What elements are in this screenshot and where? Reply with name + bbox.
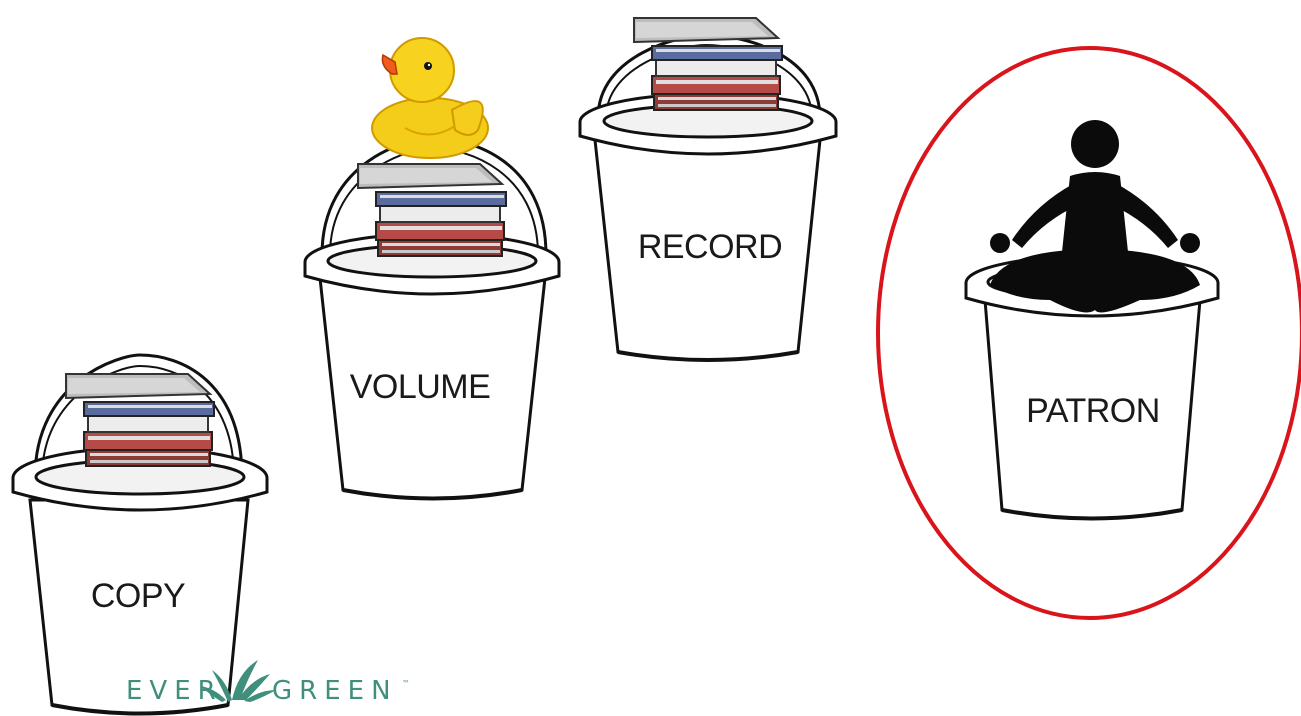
book-stack-icon xyxy=(358,164,506,256)
logo-trademark: ™ xyxy=(402,679,410,688)
patron-label: PATRON xyxy=(1026,392,1160,430)
rubber-duck-icon xyxy=(372,38,488,158)
meditating-person-icon xyxy=(990,120,1200,312)
record-label: RECORD xyxy=(638,228,782,266)
copy-bucket: COPY xyxy=(13,355,267,714)
volume-label: VOLUME xyxy=(350,368,491,406)
book-stack-icon xyxy=(66,374,214,466)
patron-bucket: PATRON xyxy=(966,120,1218,519)
volume-bucket: VOLUME xyxy=(305,38,559,499)
copy-label: COPY xyxy=(91,577,185,615)
book-stack-icon xyxy=(634,18,782,110)
record-bucket: RECORD xyxy=(580,18,836,360)
logo-text-right: GREEN xyxy=(272,676,398,706)
